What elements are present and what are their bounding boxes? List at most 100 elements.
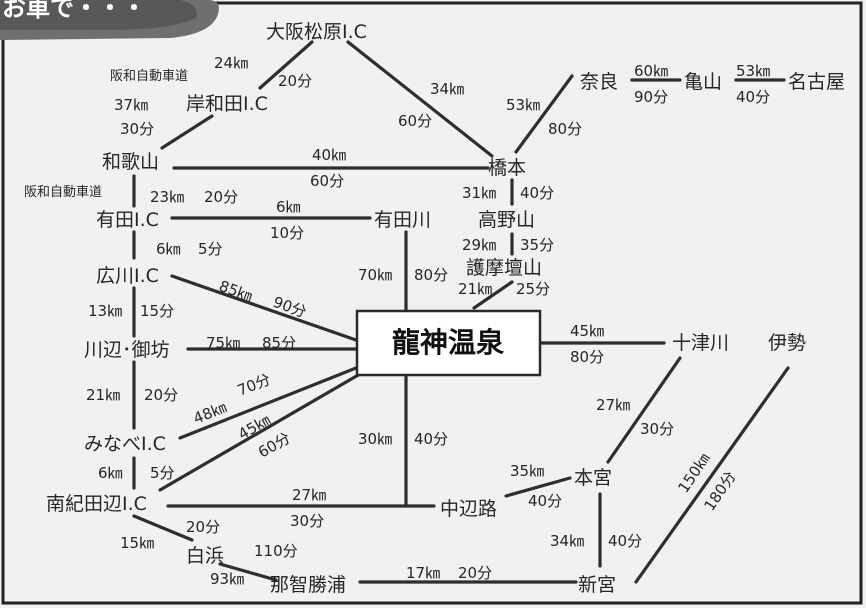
leg-kishiwada-wakayama-km: 37㎞	[114, 96, 148, 114]
route-tanabe-shirahama	[132, 514, 194, 542]
road-hanwa-south: 阪和自動車道	[24, 185, 102, 200]
route-om-kishiwada	[258, 40, 314, 90]
route-om-hashimoto	[346, 40, 494, 158]
leg-om-kishiwada-km: 24㎞	[214, 54, 248, 72]
leg-om-hashimoto-km: 34㎞	[430, 80, 464, 98]
leg-nara-kameyama-km: 60㎞	[634, 62, 668, 80]
place-arida: 有田I.C	[96, 209, 159, 231]
leg-kawabe-minabe-min: 20分	[144, 386, 178, 404]
title-tab-shade	[0, 0, 197, 30]
leg-hongu-shingu-km: 34㎞	[550, 532, 584, 550]
leg-kawabe-ryujin-min: 85分	[262, 334, 296, 352]
leg-tanabe-shirahama-km: 15㎞	[120, 534, 154, 552]
leg-arida-aridagawa-min: 10分	[270, 224, 304, 242]
leg-ryujin-nakahechi-km: 30㎞	[358, 430, 392, 448]
leg-gomadanzan-ryujin-km: 21㎞	[458, 280, 492, 298]
place-koyasan: 高野山	[478, 209, 535, 231]
leg-arida-hirogawa-km: 6㎞	[156, 240, 181, 258]
leg-wakayama-arida-min: 20分	[204, 188, 238, 206]
leg-wakayama-hashimoto-km: 40㎞	[312, 146, 346, 164]
leg-om-hashimoto-min: 60分	[398, 112, 432, 130]
leg-nakahechi-hongu-min: 40分	[528, 492, 562, 510]
leg-aridagawa-ryujin-min: 80分	[414, 266, 448, 284]
destination-name: 龍神温泉	[392, 326, 505, 359]
leg-shirahama-nachi-min: 110分	[254, 542, 298, 560]
leg-hirogawa-ryujin-km: 85㎞	[217, 277, 255, 306]
leg-wakayama-hashimoto-min: 60分	[310, 172, 344, 190]
leg-hongu-shingu-min: 40分	[608, 532, 642, 550]
place-aridagawa: 有田川	[374, 209, 431, 231]
place-hongu: 本宮	[574, 467, 612, 489]
route-lines	[132, 40, 790, 584]
place-nakahechi: 中辺路	[440, 498, 497, 520]
leg-arida-aridagawa-km: 6㎞	[276, 198, 301, 216]
leg-hirogawa-kawabe-km: 13㎞	[88, 302, 122, 320]
leg-kawabe-minabe-km: 21㎞	[86, 386, 120, 404]
route-hirogawa-ryujin	[170, 274, 358, 342]
leg-wakayama-arida-km: 23㎞	[150, 188, 184, 206]
place-hirogawa: 広川I.C	[96, 265, 159, 287]
place-hashimoto: 橋本	[488, 157, 526, 179]
route-minabe-ryujin	[178, 366, 358, 440]
leg-tanabe-shirahama-min: 20分	[186, 518, 220, 536]
leg-totsukawa-hongu-km: 27㎞	[596, 396, 630, 414]
leg-hashimoto-koyasan-km: 31㎞	[462, 184, 496, 202]
place-totsukawa: 十津川	[672, 332, 729, 354]
place-gomadanzan: 護摩壇山	[466, 257, 542, 279]
place-kawabe: 川辺･御坊	[84, 339, 170, 361]
leg-nachi-shingu-min: 20分	[458, 564, 492, 582]
route-tanabe-ryujin	[158, 372, 362, 492]
place-nanki-tanabe: 南紀田辺I.C	[46, 493, 147, 515]
leg-nara-kameyama-min: 90分	[634, 88, 668, 106]
leg-ryujin-totsukawa-min: 80分	[570, 348, 604, 366]
leg-totsukawa-hongu-min: 30分	[640, 420, 674, 438]
place-shingu: 新宮	[578, 574, 616, 596]
place-osaka-matsubara: 大阪松原I.C	[266, 21, 367, 43]
leg-ryujin-totsukawa-km: 45㎞	[570, 322, 604, 340]
leg-shirahama-nachi-km: 93㎞	[210, 570, 244, 588]
leg-kishiwada-wakayama-min: 30分	[120, 120, 154, 138]
leg-hashimoto-koyasan-min: 40分	[520, 184, 554, 202]
leg-nakahechi-hongu-km: 35㎞	[510, 462, 544, 480]
leg-ise-shingu-km: 150㎞	[674, 450, 713, 496]
place-nagoya: 名古屋	[788, 71, 845, 93]
leg-gomadanzan-ryujin-min: 25分	[516, 280, 550, 298]
place-kameyama: 亀山	[684, 71, 722, 93]
leg-hashimoto-nara-km: 53㎞	[506, 96, 540, 114]
route-ise-shingu	[634, 366, 790, 584]
leg-hirogawa-kawabe-min: 15分	[140, 302, 174, 320]
leg-koyasan-gomadanzan-km: 29㎞	[462, 236, 496, 254]
place-nachikatsuura: 那智勝浦	[270, 574, 346, 596]
leg-minabe-ryujin-km: 48㎞	[191, 398, 229, 427]
place-kishiwada: 岸和田I.C	[186, 93, 268, 115]
leg-ryujin-nakahechi-min: 40分	[414, 430, 448, 448]
destination-frame	[355, 309, 542, 377]
leg-arida-hirogawa-min: 5分	[198, 240, 223, 258]
leg-koyasan-gomadanzan-min: 35分	[520, 236, 554, 254]
place-labels: 大阪松原I.C 岸和田I.C 和歌山 有田I.C 広川I.C 川辺･御坊 みなべ…	[24, 21, 845, 596]
place-ise: 伊勢	[768, 332, 806, 354]
destination-box: 龍神温泉	[355, 309, 542, 377]
leg-minabe-ryujin-min: 70分	[235, 370, 273, 399]
leg-tanabe-nakahechi-km: 27㎞	[292, 486, 326, 504]
route-shirahama-nachi	[218, 562, 278, 582]
leg-kawabe-ryujin-km: 75㎞	[206, 334, 240, 352]
route-totsukawa-hongu	[606, 356, 682, 464]
leg-minabe-tanabe-min: 5分	[150, 464, 175, 482]
place-wakayama: 和歌山	[102, 151, 159, 173]
leg-nachi-shingu-km: 17㎞	[406, 564, 440, 582]
leg-kameyama-nagoya-km: 53㎞	[736, 62, 770, 80]
leg-ise-shingu-min: 180分	[700, 468, 739, 514]
route-gomadanzan-ryujin	[472, 280, 514, 310]
leg-minabe-tanabe-km: 6㎞	[98, 464, 123, 482]
leg-hashimoto-nara-min: 80分	[548, 120, 582, 138]
leg-tanabe-nakahechi-min: 30分	[290, 512, 324, 530]
place-nara: 奈良	[580, 71, 618, 93]
route-hashimoto-nara	[514, 74, 574, 154]
road-hanwa-north: 阪和自動車道	[110, 69, 188, 84]
route-nakahechi-hongu	[504, 476, 572, 498]
leg-om-kishiwada-min: 20分	[278, 72, 312, 90]
map-title: お車で・・・	[2, 0, 146, 22]
